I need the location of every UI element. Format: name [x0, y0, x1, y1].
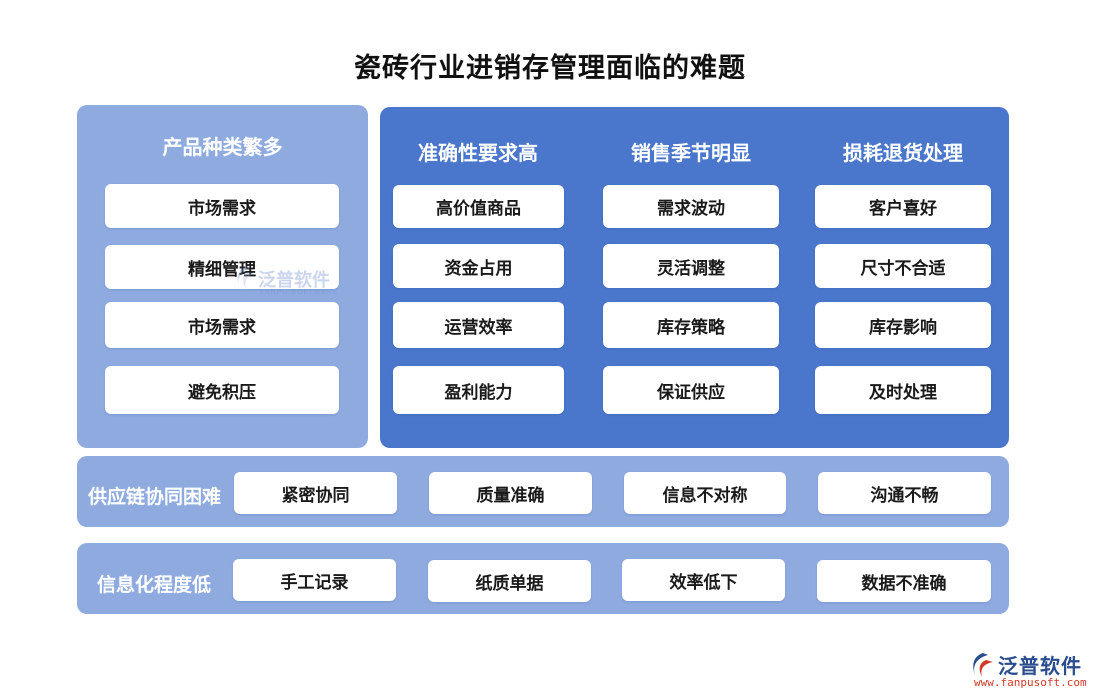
item-box: 尺寸不合适: [815, 244, 991, 288]
row-heading-informatization: 信息化程度低: [97, 575, 212, 596]
item-box: 沟通不畅: [818, 472, 991, 514]
item-box: 盈利能力: [393, 366, 564, 414]
logo-url: www.fanpusoft.com: [974, 676, 1087, 689]
item-box: 需求波动: [603, 185, 779, 228]
item-box: 及时处理: [815, 366, 991, 414]
item-box: 高价值商品: [393, 185, 564, 228]
watermark-sub: FANPU SOFTWARE: [260, 289, 339, 296]
item-box: 质量准确: [429, 472, 592, 514]
item-box: 保证供应: [603, 366, 779, 414]
item-box: 效率低下: [622, 559, 785, 601]
page-title: 瓷砖行业进销存管理面临的难题: [354, 53, 746, 83]
item-box: 市场需求: [105, 302, 339, 348]
watermark-name: 泛普软件: [258, 270, 330, 290]
item-box: 库存影响: [815, 302, 991, 348]
item-box: 信息不对称: [624, 472, 786, 514]
item-box: 运营效率: [393, 302, 564, 348]
item-box: 市场需求: [105, 184, 339, 228]
item-box: 库存策略: [603, 302, 779, 348]
item-box: 紧密协同: [234, 472, 397, 514]
item-box: 资金占用: [393, 244, 564, 288]
watermark-logo-icon: [238, 266, 254, 290]
item-box: 纸质单据: [428, 560, 591, 602]
item-box: 灵活调整: [603, 244, 779, 288]
group-heading-loss-returns: 损耗退货处理: [843, 143, 963, 165]
row-heading-supply-chain: 供应链协同困难: [88, 487, 222, 508]
group-heading-seasonal: 销售季节明显: [631, 143, 751, 165]
brand-logo: 泛普软件 www.fanpusoft.com: [968, 650, 1090, 690]
item-box: 客户喜好: [815, 185, 991, 228]
fanpu-logo-icon: [973, 653, 993, 677]
item-box: 精细管理: [105, 245, 339, 289]
watermark: 泛普软件 FANPU SOFTWARE: [232, 264, 338, 304]
item-box: 手工记录: [233, 559, 396, 601]
item-box: 数据不准确: [817, 560, 991, 602]
group-heading-product-variety: 产品种类繁多: [162, 137, 283, 159]
group-heading-accuracy: 准确性要求高: [418, 143, 538, 165]
item-box: 避免积压: [105, 366, 339, 414]
logo-name: 泛普软件: [998, 656, 1082, 678]
